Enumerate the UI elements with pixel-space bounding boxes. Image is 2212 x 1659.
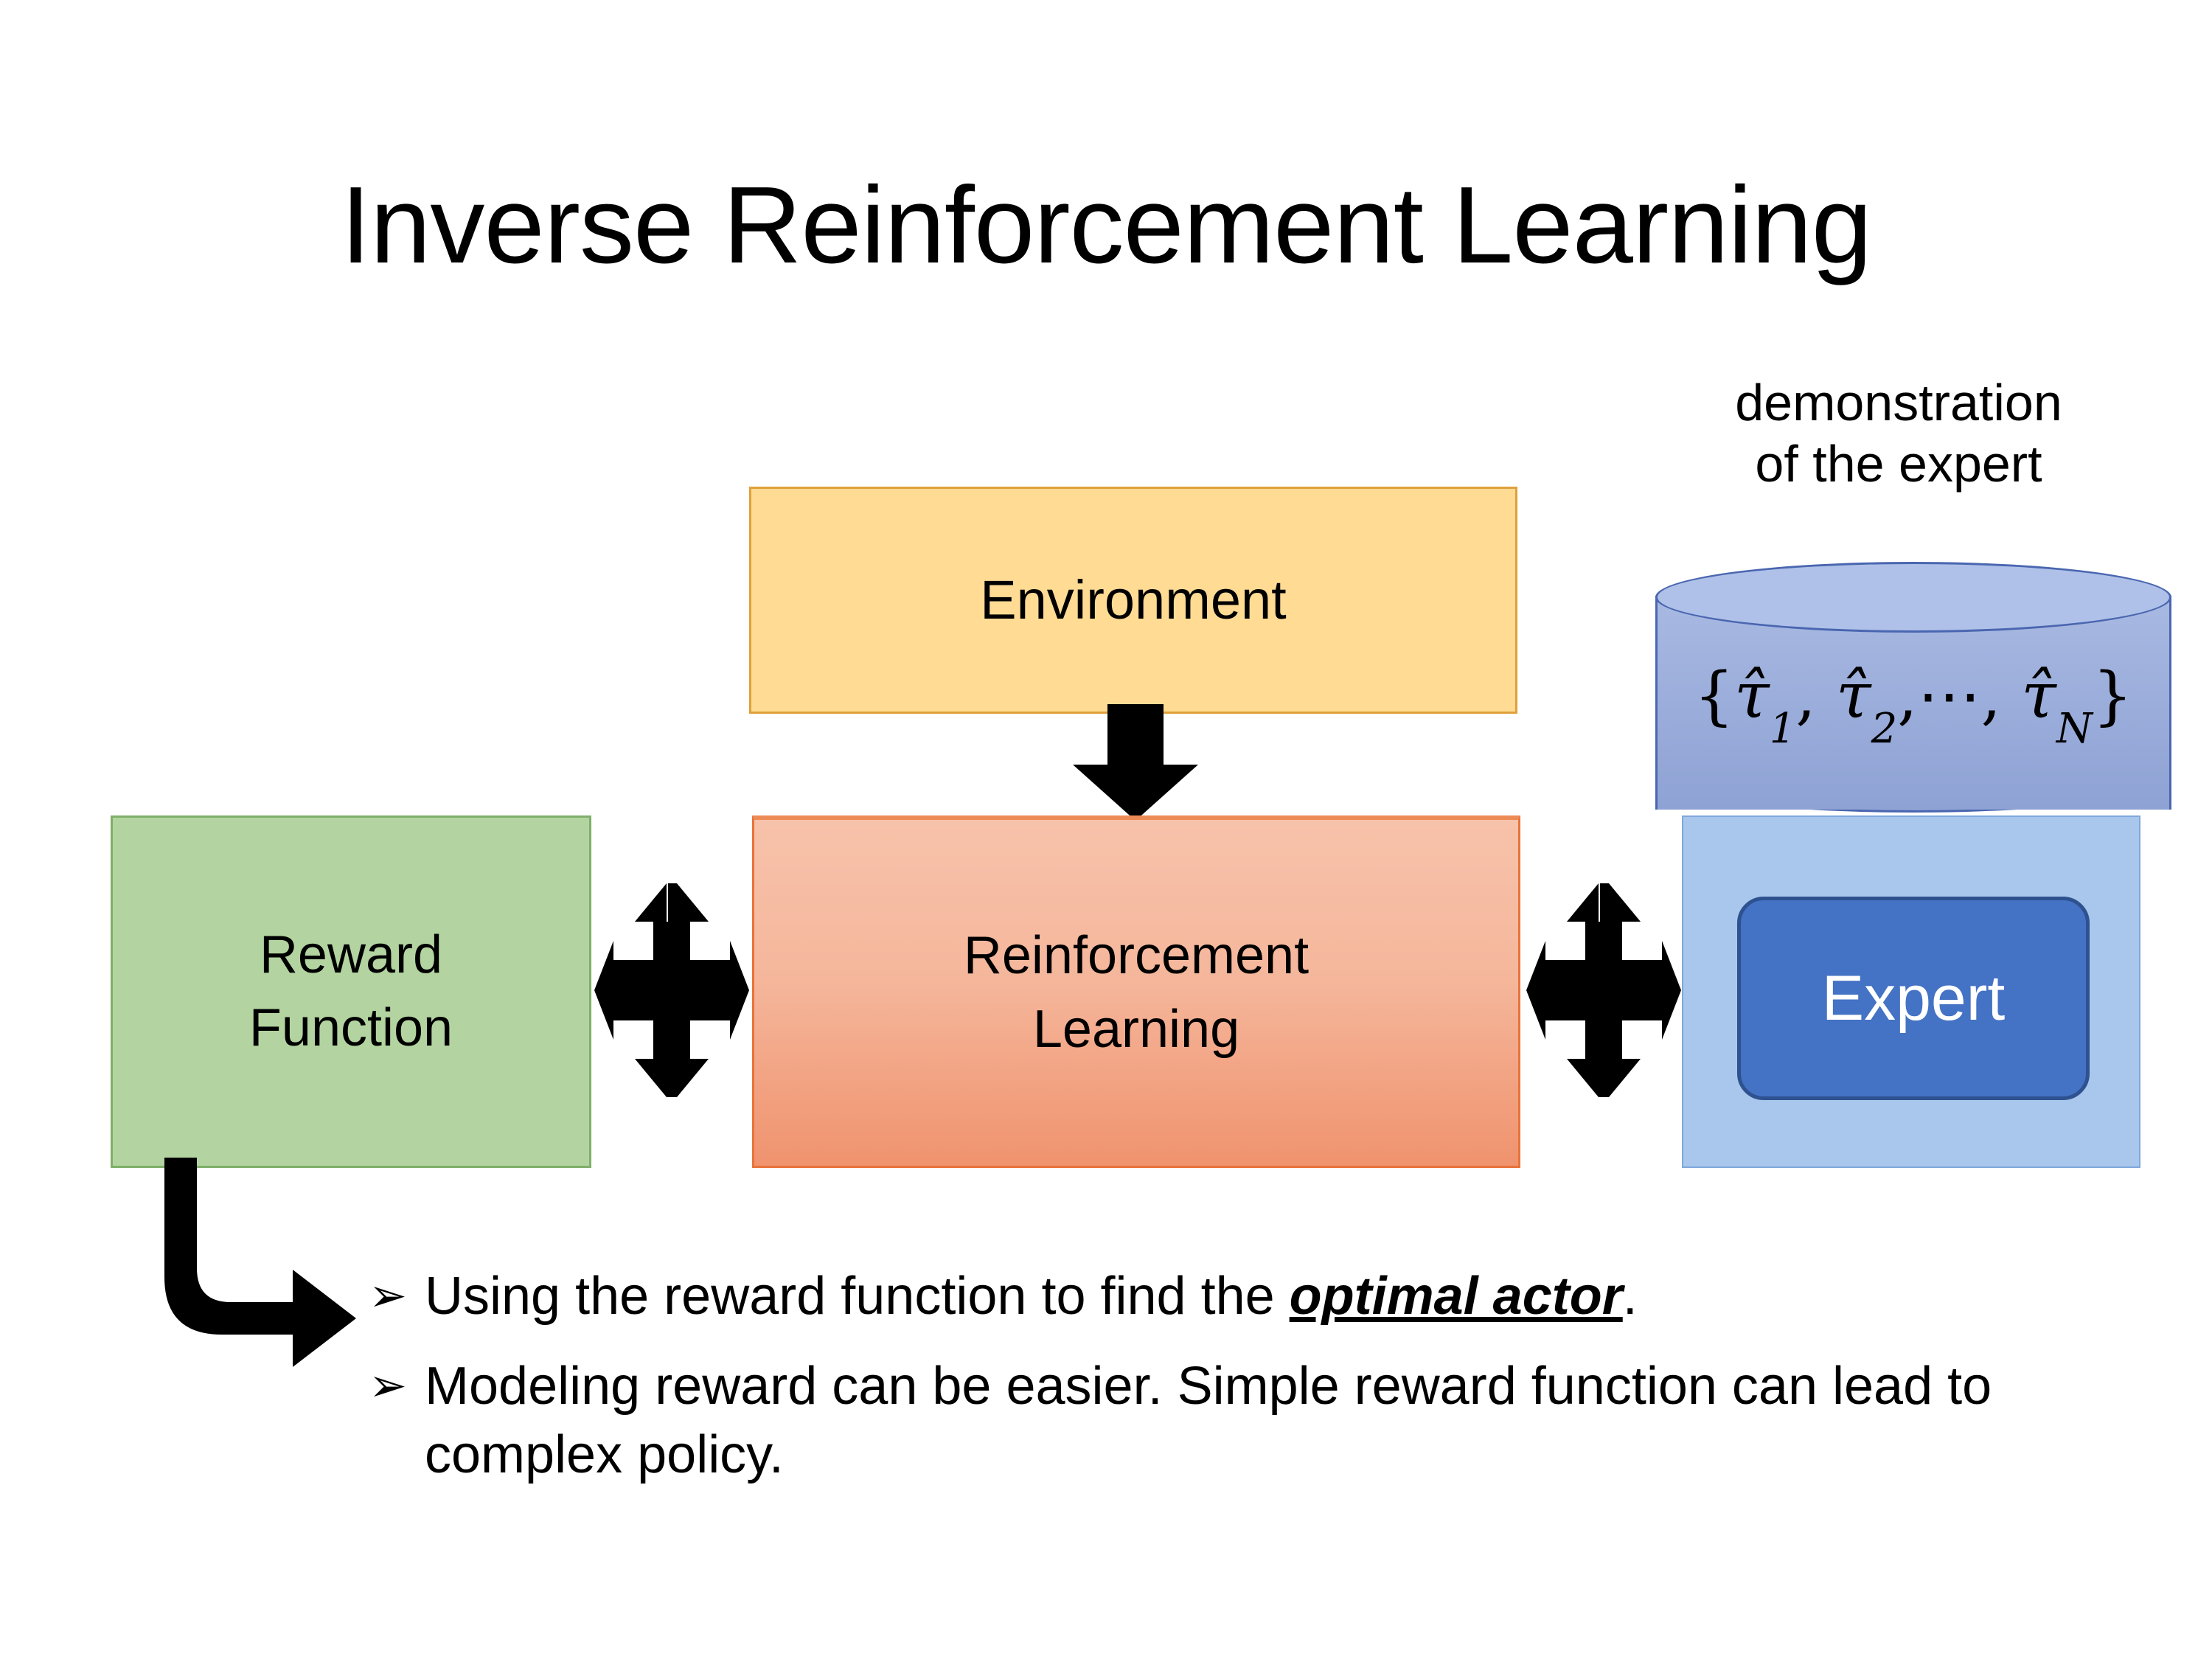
cylinder-top-ellipse xyxy=(1655,562,2171,633)
tau-n-subscript: N xyxy=(2056,705,2093,754)
environment-box[interactable]: Environment xyxy=(749,487,1517,714)
reward-function-box-label: Reward Function xyxy=(249,919,453,1065)
page-title: Inverse Reinforcement Learning xyxy=(340,164,1872,286)
demonstration-caption-line-2: of the expert xyxy=(1755,434,2042,493)
list-item: ➢ Using the reward function to find the … xyxy=(369,1262,2138,1332)
tau-n: τ̂ xyxy=(2021,659,2056,733)
tau-2: τ̂ xyxy=(1836,659,1871,733)
expert-button[interactable]: Expert xyxy=(1737,897,2090,1100)
bullet-1-emphasis: optimal actor xyxy=(1289,1267,1623,1326)
set-open-brace: { xyxy=(1694,659,1735,733)
reward-function-box[interactable]: Reward Function xyxy=(111,815,591,1168)
bent-arrow-icon xyxy=(164,1158,356,1367)
ellipsis: ⋯ xyxy=(1917,659,1981,733)
four-way-arrow-icon xyxy=(594,883,749,1097)
bullet-1-text-before: Using the reward function to find the xyxy=(425,1267,1290,1326)
reward-function-label-line-1: Reward xyxy=(259,925,443,984)
reward-function-label-line-2: Function xyxy=(248,998,453,1057)
list-item: ➢ Modeling reward can be easier. Simple … xyxy=(369,1352,2138,1490)
reinforcement-learning-box[interactable]: Reinforcement Learning xyxy=(752,815,1520,1168)
comma-2: , xyxy=(1897,659,1918,733)
tau-1: τ̂ xyxy=(1734,659,1770,733)
bullet-arrow-icon: ➢ xyxy=(369,1357,407,1412)
bullet-1-text-after: . xyxy=(1622,1267,1638,1326)
reinforcement-learning-box-label: Reinforcement Learning xyxy=(964,919,1309,1066)
bullet-text-1: Using the reward function to find the op… xyxy=(425,1262,2138,1332)
bullet-list: ➢ Using the reward function to find the … xyxy=(369,1262,2138,1511)
reinforcement-learning-label-line-1: Reinforcement xyxy=(963,926,1310,986)
set-close-brace: } xyxy=(2092,659,2133,733)
tau-2-subscript: 2 xyxy=(1871,705,1898,754)
comma-3: , xyxy=(1980,659,2001,733)
expert-button-label: Expert xyxy=(1821,962,2006,1034)
tau-1-subscript: 1 xyxy=(1769,705,1796,754)
demonstration-cylinder: {τ̂1, τ̂2,⋯, τ̂N} xyxy=(1655,562,2171,844)
demonstration-caption-line-1: demonstration xyxy=(1735,374,2062,431)
demonstration-caption: demonstration of the expert xyxy=(1633,372,2164,494)
bullet-text-2: Modeling reward can be easier. Simple re… xyxy=(425,1352,2138,1490)
environment-box-label: Environment xyxy=(980,568,1287,630)
bullet-2-text-before: Modeling reward can be easier. Simple re… xyxy=(425,1356,1992,1485)
trajectory-set-formula: {τ̂1, τ̂2,⋯, τ̂N} xyxy=(1655,659,2171,753)
down-block-arrow-icon xyxy=(1073,704,1198,821)
four-way-arrow-icon xyxy=(1526,883,1681,1097)
reinforcement-learning-label-line-2: Learning xyxy=(1032,999,1240,1059)
bullet-arrow-icon: ➢ xyxy=(369,1268,407,1322)
comma-1: , xyxy=(1795,659,1816,733)
